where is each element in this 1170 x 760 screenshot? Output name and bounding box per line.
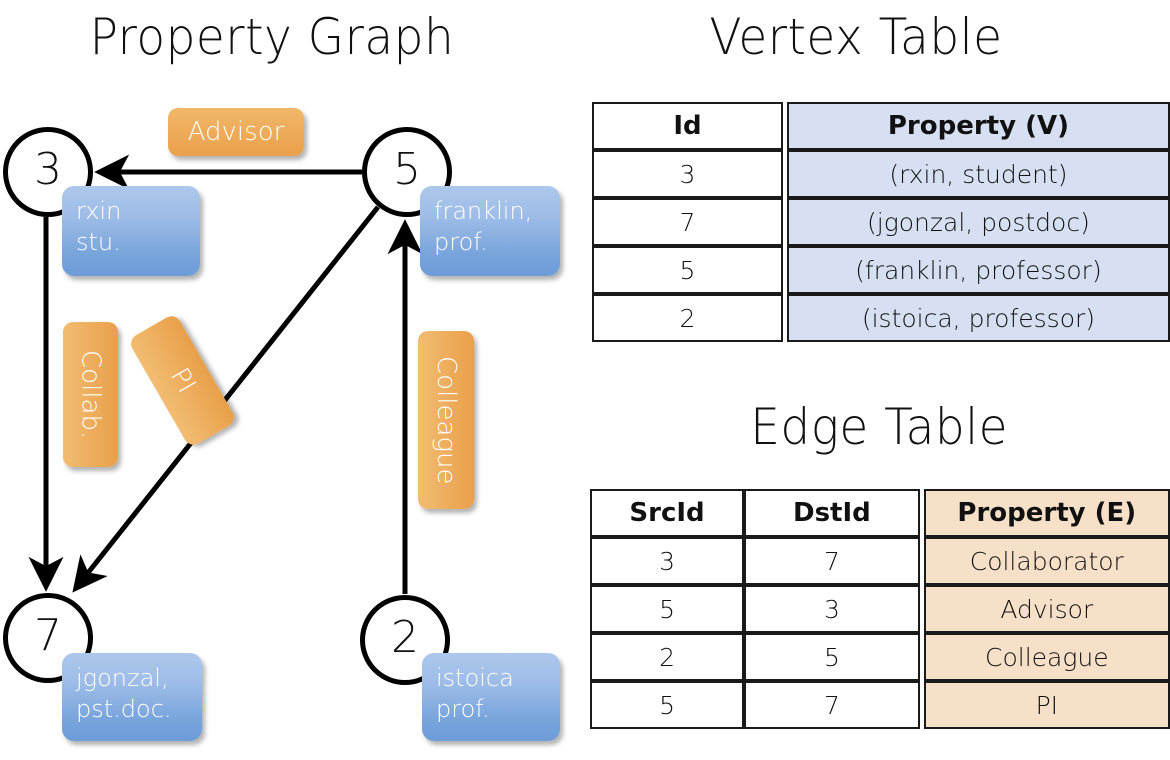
table-row[interactable]: 5 (franklin, professor): [592, 246, 1170, 294]
edge-table: SrcId DstId Property (E) 3 7 Collaborato…: [590, 489, 1170, 729]
edge-property-label: Collab.: [75, 349, 106, 440]
column-gap: [919, 585, 924, 633]
graph-node-2[interactable]: 2: [360, 595, 450, 685]
edge-cell-dstid: 7: [744, 537, 920, 585]
property-graph-panel: Property Graph 3 5 7 2 rxin stu. frankli…: [3, 8, 560, 741]
vertex-property-box-franklin[interactable]: franklin, prof.: [420, 186, 560, 276]
edge-cell-property: Advisor: [923, 585, 1170, 633]
page-title-vertex-table: Vertex Table: [709, 8, 1003, 66]
edge-cell-property: Colleague: [923, 633, 1170, 681]
edge-cell-dstid: 5: [744, 633, 920, 681]
edge-cell-srcid: 3: [590, 537, 745, 585]
node-7-label: 7: [34, 610, 62, 661]
page-title-edge-table: Edge Table: [750, 398, 1009, 456]
edge-property-box-colleague[interactable]: Colleague: [418, 331, 474, 509]
vertex-table: Id Property (V) 3 (rxin, student) 7 (jgo…: [592, 102, 1170, 342]
vertex-property-line: prof.: [436, 694, 490, 723]
vertex-cell-property: (jgonzal, postdoc): [786, 198, 1170, 246]
vertex-property-line: pst.doc.: [76, 694, 172, 723]
table-row[interactable]: 5 3 Advisor: [590, 585, 1170, 633]
column-gap: [919, 633, 924, 681]
graph-node-5[interactable]: 5: [362, 127, 452, 217]
edge-header-dstid: DstId: [744, 489, 920, 537]
edge-cell-srcid: 5: [590, 585, 745, 633]
edge-property-label: Colleague: [431, 355, 461, 485]
table-header-row: Id Property (V): [592, 102, 1170, 150]
vertex-cell-property: (rxin, student): [786, 150, 1170, 198]
column-gap: [782, 150, 787, 198]
vertex-cell-id: 5: [592, 246, 783, 294]
edge-cell-srcid: 5: [590, 681, 745, 729]
edge-5-to-7: [72, 205, 380, 593]
node-5-label: 5: [393, 144, 421, 195]
vertex-cell-property: (istoica, professor): [786, 294, 1170, 342]
table-header-row: SrcId DstId Property (E): [590, 489, 1170, 537]
table-row[interactable]: 5 7 PI: [590, 681, 1170, 729]
edge-header-property: Property (E): [923, 489, 1170, 537]
vertex-cell-id: 7: [592, 198, 783, 246]
edge-property-box-advisor[interactable]: Advisor: [168, 108, 304, 156]
table-row[interactable]: 7 (jgonzal, postdoc): [592, 198, 1170, 246]
graph-edges-svg: [28, 154, 423, 594]
vertex-header-id: Id: [592, 102, 783, 150]
table-row[interactable]: 3 (rxin, student): [592, 150, 1170, 198]
column-gap: [919, 489, 924, 537]
edge-property-box-collab[interactable]: Collab.: [63, 322, 118, 467]
vertex-property-line: jgonzal,: [76, 664, 169, 692]
edge-cell-dstid: 3: [744, 585, 920, 633]
node-2-label: 2: [391, 612, 419, 663]
vertex-property-line: istoica: [436, 664, 514, 692]
edge-cell-srcid: 2: [590, 633, 745, 681]
vertex-cell-property: (franklin, professor): [786, 246, 1170, 294]
vertex-property-line: rxin: [76, 197, 122, 225]
vertex-property-line: prof.: [434, 227, 488, 256]
edge-cell-dstid: 7: [744, 681, 920, 729]
column-gap: [782, 102, 787, 150]
node-3-label: 3: [34, 144, 62, 195]
edge-header-srcid: SrcId: [590, 489, 745, 537]
vertex-cell-id: 2: [592, 294, 783, 342]
vertex-property-line: franklin,: [434, 197, 533, 225]
table-row[interactable]: 2 (istoica, professor): [592, 294, 1170, 342]
table-row[interactable]: 2 5 Colleague: [590, 633, 1170, 681]
edge-cell-property: Collaborator: [923, 537, 1170, 585]
column-gap: [919, 537, 924, 585]
edge-property-label: PI: [163, 362, 202, 399]
vertex-cell-id: 3: [592, 150, 783, 198]
vertex-property-box-jgonzal[interactable]: jgonzal, pst.doc.: [62, 653, 202, 741]
vertex-property-line: stu.: [76, 227, 121, 256]
column-gap: [782, 294, 787, 342]
vertex-property-box-istoica[interactable]: istoica prof.: [422, 653, 560, 741]
edge-cell-property: PI: [923, 681, 1170, 729]
table-row[interactable]: 3 7 Collaborator: [590, 537, 1170, 585]
column-gap: [782, 246, 787, 294]
column-gap: [919, 681, 924, 729]
edge-property-label: Advisor: [187, 117, 285, 147]
page-title-property-graph: Property Graph: [89, 8, 455, 66]
column-gap: [782, 198, 787, 246]
vertex-header-property: Property (V): [786, 102, 1170, 150]
vertex-property-box-rxin[interactable]: rxin stu.: [62, 186, 200, 276]
